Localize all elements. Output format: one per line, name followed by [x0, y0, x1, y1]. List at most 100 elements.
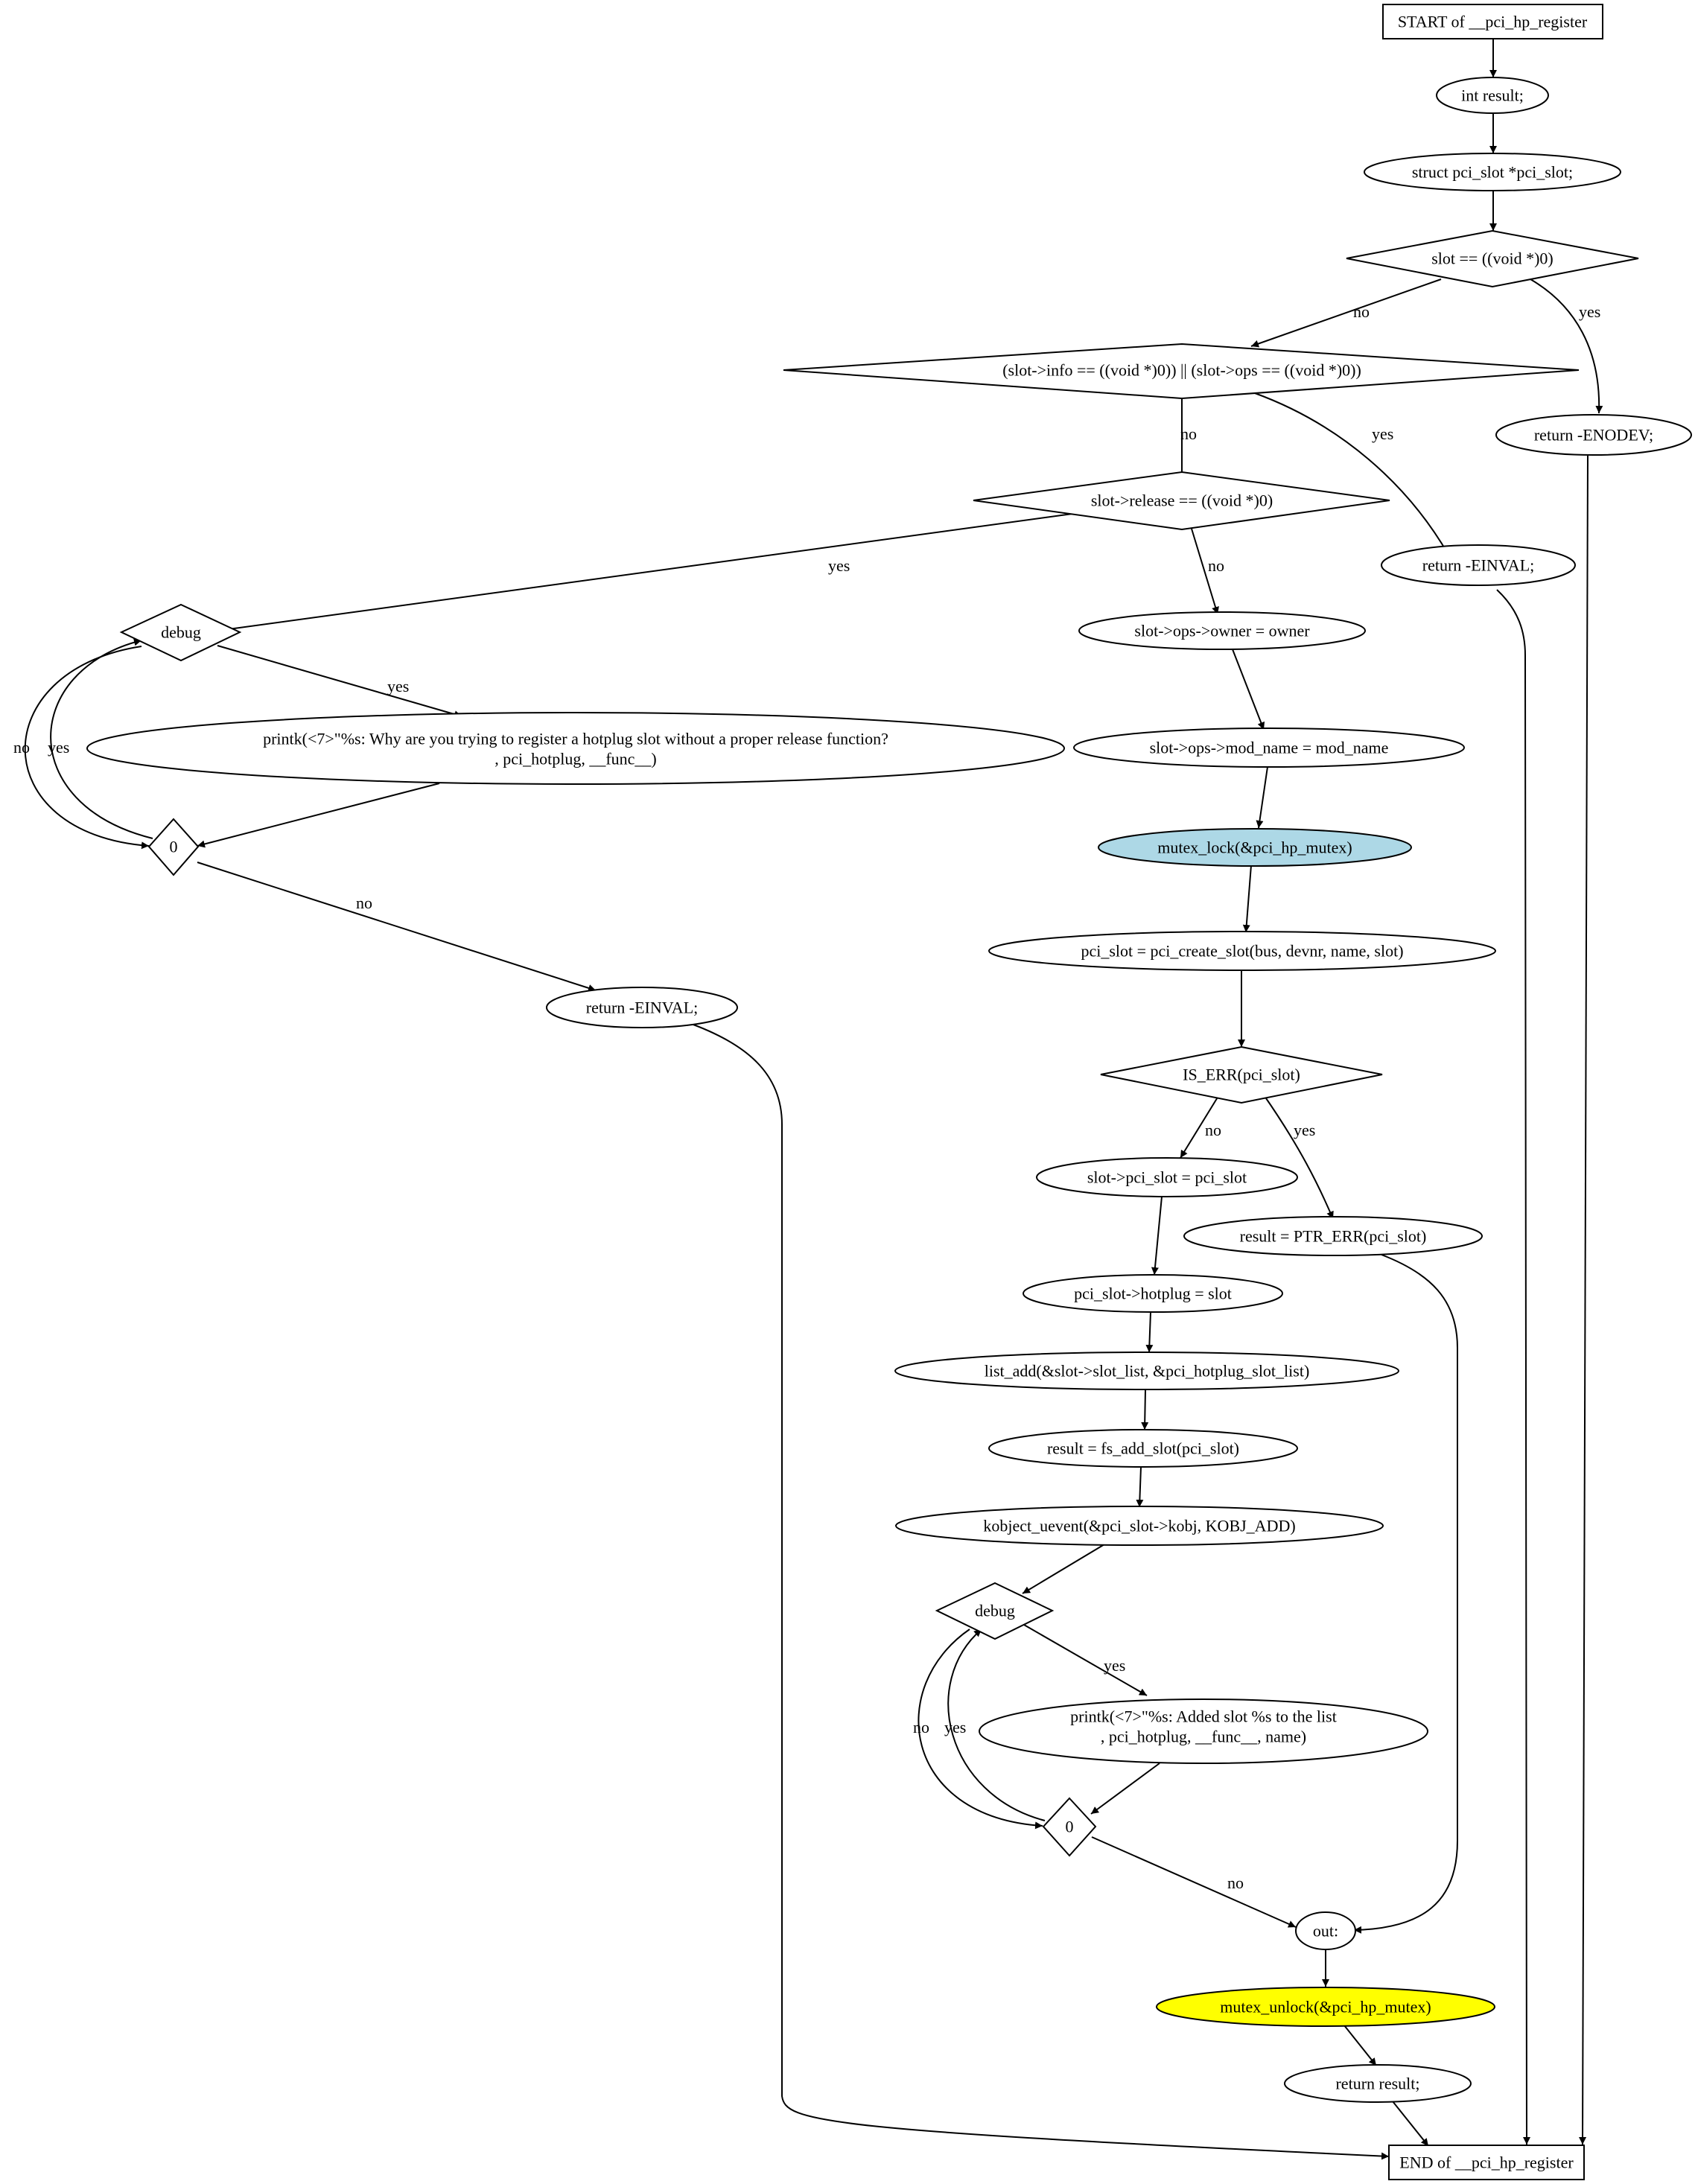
edge-zero-1-no	[197, 862, 597, 992]
edge-cond-is-err-yes	[1264, 1095, 1334, 1220]
zero-2-node: 0	[1042, 1797, 1097, 1857]
ptr-err-node: result = PTR_ERR(pci_slot)	[1183, 1216, 1483, 1256]
edge-cond-release-no	[1191, 528, 1219, 615]
ret-enodev-node: return -ENODEV;	[1495, 414, 1692, 456]
edge-ret-einval-1-to-end	[1496, 589, 1530, 2145]
node-label: slot->ops->owner = owner	[1134, 622, 1310, 640]
node-label: return -EINVAL;	[1422, 556, 1535, 575]
nodes: START of __pci_hp_register int result; s…	[86, 4, 1692, 2180]
printk-2-node: printk(<7>"%s: Added slot %s to the list…	[979, 1699, 1428, 1764]
node-label: START of __pci_hp_register	[1398, 13, 1588, 31]
end-node: END of __pci_hp_register	[1388, 2145, 1585, 2180]
node-label: slot == ((void *)0)	[1431, 249, 1554, 268]
edge-zero-2-yes	[947, 1629, 1046, 1821]
set-hotplug-node: pci_slot->hotplug = slot	[1023, 1274, 1283, 1313]
out-node: out:	[1295, 1911, 1356, 1950]
cond-slot-null-node: slot == ((void *)0)	[1346, 229, 1639, 288]
edge-zero-2-no	[1091, 1836, 1297, 1928]
fs-add-node: result = fs_add_slot(pci_slot)	[988, 1429, 1298, 1468]
create-slot-node: pci_slot = pci_create_slot(bus, devnr, n…	[988, 931, 1496, 971]
node-label: result = PTR_ERR(pci_slot)	[1240, 1227, 1427, 1246]
edge-debug-2-no	[918, 1629, 1043, 1830]
decl-result-node: int result;	[1436, 77, 1549, 114]
node-label: return result;	[1335, 2075, 1419, 2093]
uevent-node: kobject_uevent(&pci_slot->kobj, KOBJ_ADD…	[895, 1506, 1384, 1546]
list-add-node: list_add(&slot->slot_list, &pci_hotplug_…	[894, 1352, 1399, 1390]
node-label: debug	[161, 623, 201, 642]
edge-mutex-lock-to-create-slot	[1242, 865, 1252, 933]
edge-ret-enodev-to-end	[1579, 455, 1589, 2145]
cond-info-ops-node: (slot->info == ((void *)0)) || (slot->op…	[783, 343, 1580, 400]
node-label: slot->release == ((void *)0)	[1091, 491, 1273, 510]
edge-label: yes	[387, 677, 409, 695]
node-label: (slot->info == ((void *)0)) || (slot->op…	[1002, 361, 1361, 380]
node-label: debug	[975, 1602, 1015, 1620]
node-label: list_add(&slot->slot_list, &pci_hotplug_…	[985, 1362, 1310, 1381]
ret-einval-1-node: return -EINVAL;	[1381, 544, 1576, 586]
edge-printk-2-to-zero-2	[1090, 1763, 1160, 1815]
node-label: out:	[1313, 1922, 1338, 1941]
edge-label: yes	[828, 556, 850, 575]
decl-slot-node: struct pci_slot *pci_slot;	[1364, 153, 1621, 191]
edge-debug-1-no	[24, 646, 150, 850]
node-label: result = fs_add_slot(pci_slot)	[1047, 1439, 1239, 1458]
edge-label: yes	[1294, 1121, 1315, 1139]
edge-zero-1-yes	[50, 638, 153, 839]
set-pci-slot-node: slot->pci_slot = pci_slot	[1036, 1157, 1298, 1197]
node-label: pci_slot->hotplug = slot	[1074, 1284, 1232, 1303]
start-node: START of __pci_hp_register	[1382, 4, 1603, 39]
edge-cond-is-err-no	[1180, 1095, 1219, 1159]
edge-label: yes	[1104, 1656, 1125, 1675]
node-label: return -EINVAL;	[586, 999, 699, 1017]
edge-label: no	[1180, 424, 1197, 443]
edge-set-hotplug-to-list-add	[1145, 1311, 1154, 1353]
mutex-unlock-node: mutex_unlock(&pci_hp_mutex)	[1156, 1987, 1495, 2027]
printk-1-node: printk(<7>"%s: Why are you trying to reg…	[86, 712, 1065, 785]
node-label: kobject_uevent(&pci_slot->kobj, KOBJ_ADD…	[983, 1517, 1295, 1535]
edge-label: yes	[1579, 302, 1600, 321]
set-owner-node: slot->ops->owner = owner	[1078, 611, 1366, 650]
edge-label: yes	[944, 1718, 966, 1736]
cond-is-err-node: IS_ERR(pci_slot)	[1100, 1045, 1383, 1104]
edge-label: yes	[48, 738, 69, 757]
node-label: printk(<7>"%s: Added slot %s to the list	[1070, 1707, 1337, 1726]
edge-label: no	[1208, 556, 1224, 575]
node-label: return -ENODEV;	[1534, 426, 1653, 445]
edge-cond-release-yes	[212, 513, 1073, 634]
edge-printk-1-to-zero-1	[197, 783, 440, 848]
node-label: pci_slot = pci_create_slot(bus, devnr, n…	[1081, 942, 1403, 961]
edge-label: no	[913, 1718, 929, 1736]
edge-set-pci-slot-to-set-hotplug	[1151, 1196, 1163, 1276]
mutex-lock-node: mutex_lock(&pci_hp_mutex)	[1098, 828, 1412, 867]
node-label: slot->ops->mod_name = mod_name	[1150, 739, 1389, 757]
edge-cond-info-ops-yes	[1254, 392, 1449, 555]
edge-label: no	[1227, 1873, 1244, 1892]
node-label: , pci_hotplug, __func__)	[494, 750, 657, 768]
node-label: IS_ERR(pci_slot)	[1183, 1066, 1300, 1084]
edge-label: no	[13, 738, 30, 757]
node-label: 0	[1066, 1818, 1074, 1836]
cond-release-node: slot->release == ((void *)0)	[973, 471, 1390, 531]
node-label: , pci_hotplug, __func__, name)	[1101, 1728, 1306, 1746]
zero-1-node: 0	[147, 818, 200, 876]
node-label: 0	[170, 838, 178, 856]
set-mod-name-node: slot->ops->mod_name = mod_name	[1073, 728, 1465, 768]
node-label: slot->pci_slot = pci_slot	[1087, 1168, 1247, 1187]
edge-fs-add-to-uevent	[1136, 1466, 1144, 1508]
node-label: printk(<7>"%s: Why are you trying to reg…	[263, 730, 888, 748]
edge-set-owner-to-set-mod-name	[1232, 649, 1265, 730]
debug-1-node: debug	[119, 603, 242, 662]
edge-mutex-unlock-to-ret-result	[1343, 2025, 1377, 2066]
node-label: struct pci_slot *pci_slot;	[1412, 163, 1573, 182]
node-label: mutex_unlock(&pci_hp_mutex)	[1220, 1998, 1431, 2016]
edge-label: no	[1205, 1121, 1221, 1139]
edge-cond-slot-null-yes	[1530, 278, 1603, 414]
node-label: int result;	[1461, 86, 1524, 105]
edge-ret-result-to-end	[1392, 2101, 1429, 2147]
edge-ret-einval-2-to-end	[684, 1021, 1390, 2160]
node-label: END of __pci_hp_register	[1399, 2153, 1574, 2172]
debug-2-node: debug	[935, 1582, 1055, 1640]
node-label: mutex_lock(&pci_hp_mutex)	[1157, 838, 1352, 857]
edge-cond-slot-null-no	[1250, 278, 1442, 348]
